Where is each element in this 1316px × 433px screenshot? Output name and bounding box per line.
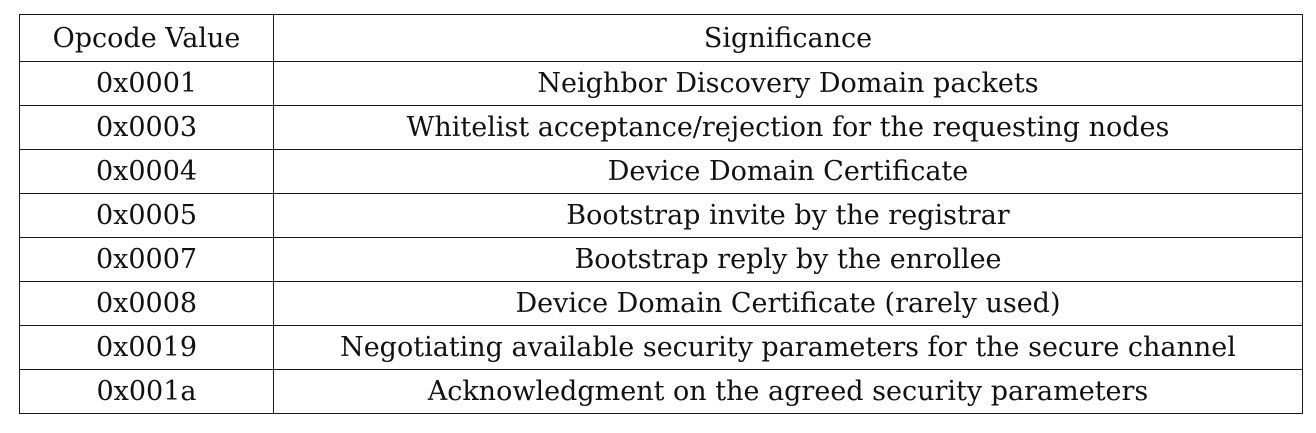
opcode-table: Opcode Value Significance 0x0001 Neighbo…	[19, 14, 1303, 414]
table-row: 0x0004 Device Domain Certificate	[19, 149, 1303, 194]
opcode-cell: 0x0001	[19, 61, 274, 106]
table-row: 0x0019 Negotiating available security pa…	[19, 325, 1303, 370]
table-row: 0x0001 Neighbor Discovery Domain packets	[19, 61, 1303, 106]
header-significance: Significance	[273, 14, 1303, 62]
table-row: 0x001a Acknowledgment on the agreed secu…	[19, 369, 1303, 414]
significance-cell: Bootstrap invite by the registrar	[273, 193, 1303, 238]
table-row: 0x0007 Bootstrap reply by the enrollee	[19, 237, 1303, 282]
table-row: 0x0008 Device Domain Certificate (rarely…	[19, 281, 1303, 326]
table-row: 0x0003 Whitelist acceptance/rejection fo…	[19, 105, 1303, 150]
significance-cell: Whitelist acceptance/rejection for the r…	[273, 105, 1303, 150]
significance-cell: Bootstrap reply by the enrollee	[273, 237, 1303, 282]
opcode-cell: 0x0004	[19, 149, 274, 194]
significance-cell: Device Domain Certificate	[273, 149, 1303, 194]
table-header-row: Opcode Value Significance	[19, 14, 1303, 62]
opcode-cell: 0x001a	[19, 369, 274, 414]
header-opcode-value: Opcode Value	[19, 14, 274, 62]
opcode-cell: 0x0007	[19, 237, 274, 282]
significance-cell: Acknowledgment on the agreed security pa…	[273, 369, 1303, 414]
significance-cell: Device Domain Certificate (rarely used)	[273, 281, 1303, 326]
opcode-cell: 0x0019	[19, 325, 274, 370]
opcode-cell: 0x0003	[19, 105, 274, 150]
significance-cell: Negotiating available security parameter…	[273, 325, 1303, 370]
table-row: 0x0005 Bootstrap invite by the registrar	[19, 193, 1303, 238]
significance-cell: Neighbor Discovery Domain packets	[273, 61, 1303, 106]
opcode-cell: 0x0008	[19, 281, 274, 326]
opcode-cell: 0x0005	[19, 193, 274, 238]
